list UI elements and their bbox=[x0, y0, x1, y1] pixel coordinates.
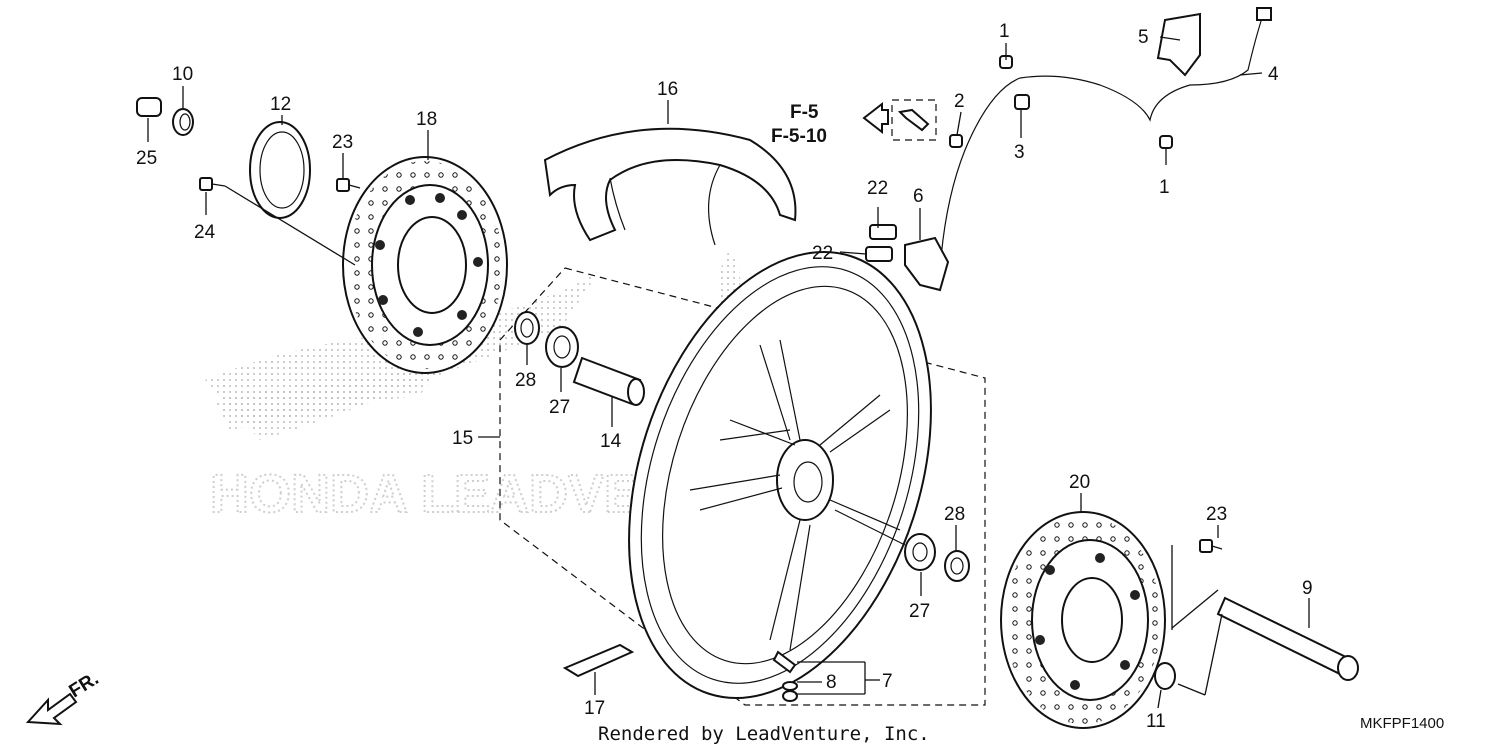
bolt-23-left bbox=[336, 178, 361, 192]
callout-16: 16 bbox=[657, 79, 678, 100]
callout-20: 20 bbox=[1069, 472, 1090, 493]
reference-line-1: F-5 bbox=[790, 102, 819, 123]
footer-credit: Rendered by LeadVenture, Inc. bbox=[598, 723, 930, 745]
callout-1-top: 1 bbox=[999, 21, 1010, 42]
callout-4: 4 bbox=[1268, 64, 1279, 85]
callout-28-right: 28 bbox=[944, 504, 965, 525]
callout-22-bottom: 22 bbox=[812, 243, 833, 264]
front-axle bbox=[1216, 596, 1359, 681]
wheel-speed-sensor bbox=[865, 7, 1272, 292]
callout-18: 18 bbox=[416, 109, 437, 130]
callout-27-left: 27 bbox=[549, 397, 570, 418]
dust-seal-left bbox=[514, 311, 540, 345]
brake-disc-right bbox=[1000, 511, 1166, 729]
callout-25: 25 bbox=[136, 148, 157, 169]
callout-11: 11 bbox=[1146, 711, 1166, 732]
callout-27-right: 27 bbox=[909, 601, 930, 622]
leader-lines bbox=[147, 36, 1310, 709]
callout-1-bottom: 1 bbox=[1159, 177, 1170, 198]
side-collar bbox=[1154, 662, 1176, 690]
balance-weight bbox=[562, 643, 635, 678]
bolt-23-right bbox=[1199, 539, 1223, 553]
callout-9: 9 bbox=[1302, 578, 1313, 599]
reference-box bbox=[891, 99, 937, 141]
callout-28-left: 28 bbox=[515, 370, 536, 391]
pulser-ring bbox=[249, 121, 311, 219]
reference-line-2: F-5-10 bbox=[771, 126, 827, 147]
callout-2: 2 bbox=[954, 91, 965, 112]
bearing-left bbox=[545, 326, 579, 368]
callout-3: 3 bbox=[1014, 142, 1025, 163]
callout-15: 15 bbox=[452, 428, 473, 449]
tire bbox=[543, 127, 797, 246]
bolt-24 bbox=[199, 177, 226, 191]
callout-24: 24 bbox=[194, 222, 216, 243]
callouts: 1 1 2 3 4 5 6 7 8 9 10 11 12 14 15 16 17… bbox=[136, 21, 1313, 732]
distance-collar bbox=[572, 356, 645, 406]
callout-22-top: 22 bbox=[867, 178, 888, 199]
brake-disc-left bbox=[342, 156, 508, 374]
callout-14: 14 bbox=[600, 431, 622, 452]
wheel-assembly-boundary bbox=[499, 267, 986, 706]
wheel-rim bbox=[628, 251, 932, 699]
callout-23-right: 23 bbox=[1206, 504, 1227, 525]
cap-25 bbox=[136, 97, 162, 117]
diagram-code: MKFPF1400 bbox=[1360, 715, 1444, 732]
callout-6: 6 bbox=[913, 186, 924, 207]
callout-7: 7 bbox=[882, 671, 893, 692]
front-direction-indicator: FR. bbox=[25, 668, 103, 726]
callout-8: 8 bbox=[826, 672, 837, 693]
callout-17: 17 bbox=[584, 698, 605, 719]
callout-5: 5 bbox=[1138, 27, 1149, 48]
callout-12: 12 bbox=[270, 94, 291, 115]
collar-10 bbox=[172, 108, 194, 136]
dust-seal-right bbox=[944, 550, 970, 582]
callout-23-left: 23 bbox=[332, 132, 353, 153]
reference-arrow bbox=[862, 101, 889, 135]
air-valve bbox=[772, 650, 798, 702]
callout-10: 10 bbox=[172, 64, 193, 85]
bearing-right bbox=[904, 533, 936, 571]
